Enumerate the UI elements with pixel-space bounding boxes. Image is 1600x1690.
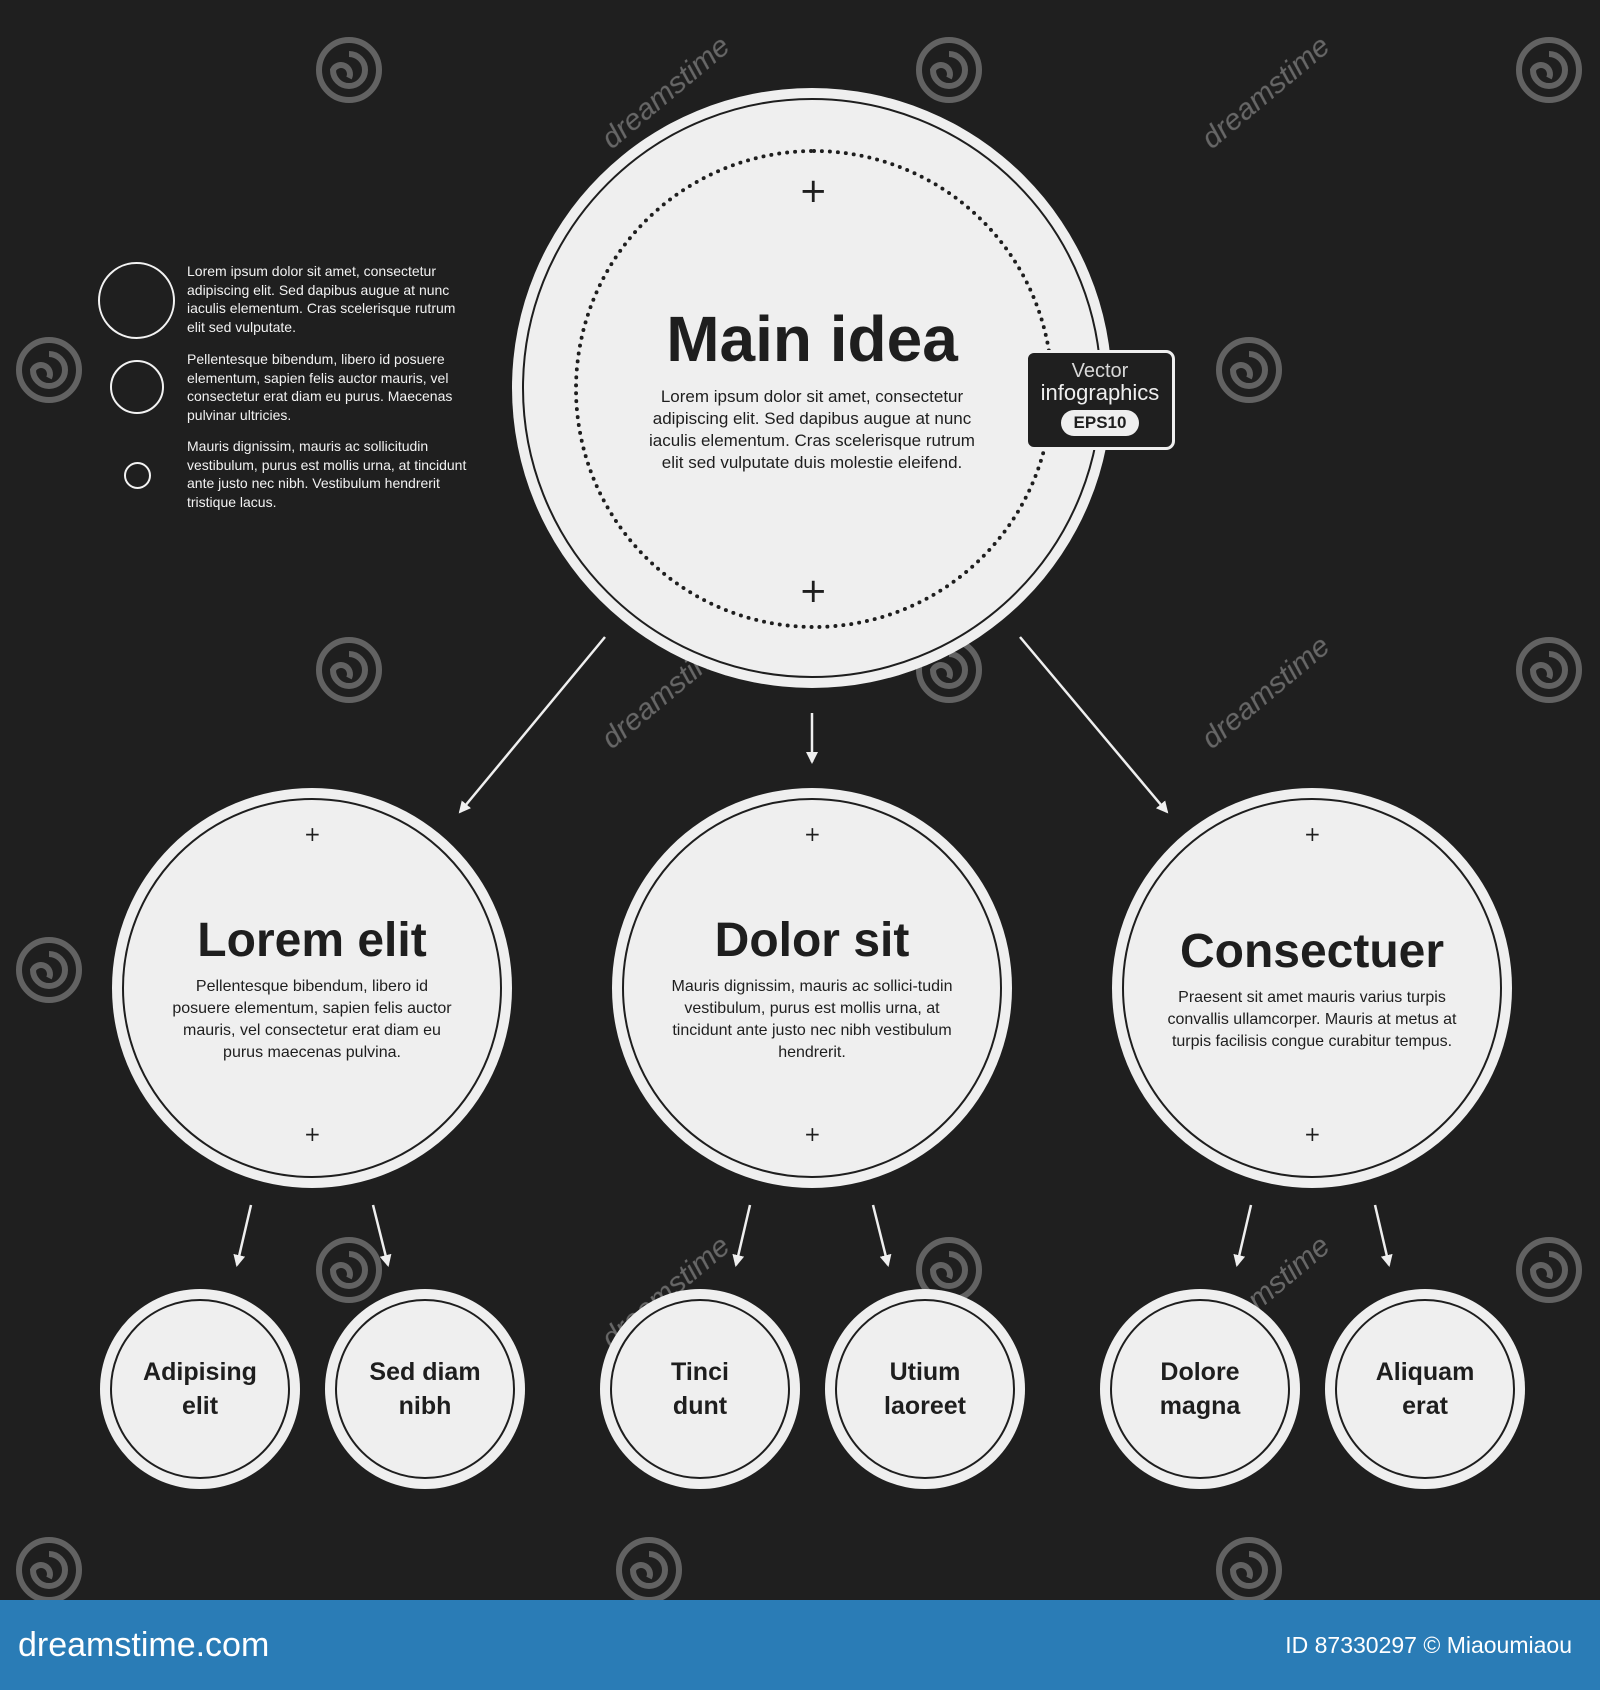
plus-icon: + xyxy=(1304,1122,1321,1146)
leaf-node-3: Tinci dunt xyxy=(600,1289,800,1489)
watermark-swirl-icon xyxy=(316,1237,382,1303)
legend-text-1: Lorem ipsum dolor sit amet, consectetur … xyxy=(187,263,456,335)
leaf-node-2: Sed diam nibh xyxy=(325,1289,525,1489)
plus-icon: + xyxy=(304,1122,321,1146)
subtopic-title: Dolor sit xyxy=(714,913,910,967)
eps10-badge: EPS10 xyxy=(1060,410,1140,436)
leaf-label: Adipising elit xyxy=(143,1358,257,1420)
plus-icon: + xyxy=(799,571,828,611)
plus-icon: + xyxy=(304,822,321,846)
arrow-left-to-leaf-2 xyxy=(371,1204,392,1267)
leaf-inner-ring xyxy=(610,1299,790,1479)
plus-icon: + xyxy=(1304,822,1321,846)
leaf-label: Dolore magna xyxy=(1159,1358,1241,1420)
leaf-inner-ring xyxy=(335,1299,515,1479)
plus-icon: + xyxy=(804,1122,821,1146)
plus-icon: + xyxy=(799,171,828,211)
watermark-swirl-icon xyxy=(1516,1237,1582,1303)
watermark-swirl-icon xyxy=(16,937,82,1003)
leaf-label: Utium laoreet xyxy=(884,1358,966,1420)
subtopic-body: Pellentesque bibendum, libero id posuere… xyxy=(172,977,452,1061)
main-idea-node: + + Main idea Lorem ipsum dolor sit amet… xyxy=(512,88,1112,688)
arrow-main-to-right xyxy=(1019,636,1169,814)
legend-text-2: Pellentesque bibendum, libero id posuere… xyxy=(187,351,453,423)
arrow-left-to-leaf-1 xyxy=(233,1204,253,1267)
connector-layer xyxy=(233,636,1393,1267)
watermark-footer-bar: dreamstime.com ID 87330297 © Miaoumiaou xyxy=(0,1600,1600,1690)
subtopic-inner-ring xyxy=(622,798,1002,1178)
watermark-swirl-icon xyxy=(1216,337,1282,403)
leaf-label: Aliquam erat xyxy=(1375,1358,1475,1420)
footer-site-name: dreamstime.com xyxy=(18,1626,270,1664)
leaf-inner-ring xyxy=(110,1299,290,1479)
leaf-label: Tinci dunt xyxy=(671,1358,729,1420)
subtopic-body: Praesent sit amet mauris varius turpis c… xyxy=(1167,988,1457,1050)
leaf-inner-ring xyxy=(835,1299,1015,1479)
vector-infographics-tag: Vector infographics EPS10 xyxy=(1025,350,1175,450)
leaf-label: Sed diam nibh xyxy=(369,1358,481,1420)
legend-circle-medium xyxy=(110,360,164,414)
subtopic-node-dolor-sit: + + Dolor sit Mauris dignissim, mauris a… xyxy=(612,788,1012,1188)
leaf-node-1: Adipising elit xyxy=(100,1289,300,1489)
legend-circle-small xyxy=(124,462,151,489)
watermark-swirl-icon xyxy=(616,1537,682,1600)
tag-line-2: infographics xyxy=(1040,380,1160,405)
watermark-swirl-icon xyxy=(1516,637,1582,703)
plus-icon: + xyxy=(804,822,821,846)
arrow-center-to-leaf-3 xyxy=(732,1204,752,1267)
watermark-swirl-icon xyxy=(316,37,382,103)
arrow-center-to-leaf-4 xyxy=(871,1204,892,1267)
leaf-node-5: Dolore magna xyxy=(1100,1289,1300,1489)
leaf-node-4: Utium laoreet xyxy=(825,1289,1025,1489)
watermark-swirl-icon xyxy=(16,337,82,403)
watermark-swirl-icon xyxy=(1216,1537,1282,1600)
arrow-right-to-leaf-5 xyxy=(1233,1204,1253,1267)
subtopic-inner-ring xyxy=(1122,798,1502,1178)
arrow-right-to-leaf-6 xyxy=(1373,1204,1393,1267)
leaf-inner-ring xyxy=(1335,1299,1515,1479)
tag-line-1: Vector xyxy=(1071,360,1129,382)
subtopic-body: Mauris dignissim, mauris ac sollici-tudi… xyxy=(671,977,953,1061)
arrow-main-to-left xyxy=(458,636,606,814)
watermark-swirl-icon xyxy=(16,1537,82,1600)
legend-text-3: Mauris dignissim, mauris ac sollicitudin… xyxy=(187,438,467,510)
legend-circle-large xyxy=(98,262,175,339)
leaf-node-6: Aliquam erat xyxy=(1325,1289,1525,1489)
subtopic-title: Consectuer xyxy=(1179,924,1445,978)
leaf-inner-ring xyxy=(1110,1299,1290,1479)
subtopic-inner-ring xyxy=(122,798,502,1178)
watermark-swirl-icon xyxy=(316,637,382,703)
subtopic-node-lorem-elit: + + Lorem elit Pellentesque bibendum, li… xyxy=(112,788,512,1188)
footer-credit: ID 87330297 © Miaoumiaou xyxy=(1285,1632,1572,1658)
main-idea-body: Lorem ipsum dolor sit amet, consectetur … xyxy=(649,387,975,472)
watermark-swirl-icon xyxy=(1516,37,1582,103)
main-idea-title: Main idea xyxy=(666,303,958,375)
subtopic-title: Lorem elit xyxy=(197,913,427,967)
subtopic-node-consectuer: + + Consectuer Praesent sit amet mauris … xyxy=(1112,788,1512,1188)
watermark-swirl-icon xyxy=(916,37,982,103)
